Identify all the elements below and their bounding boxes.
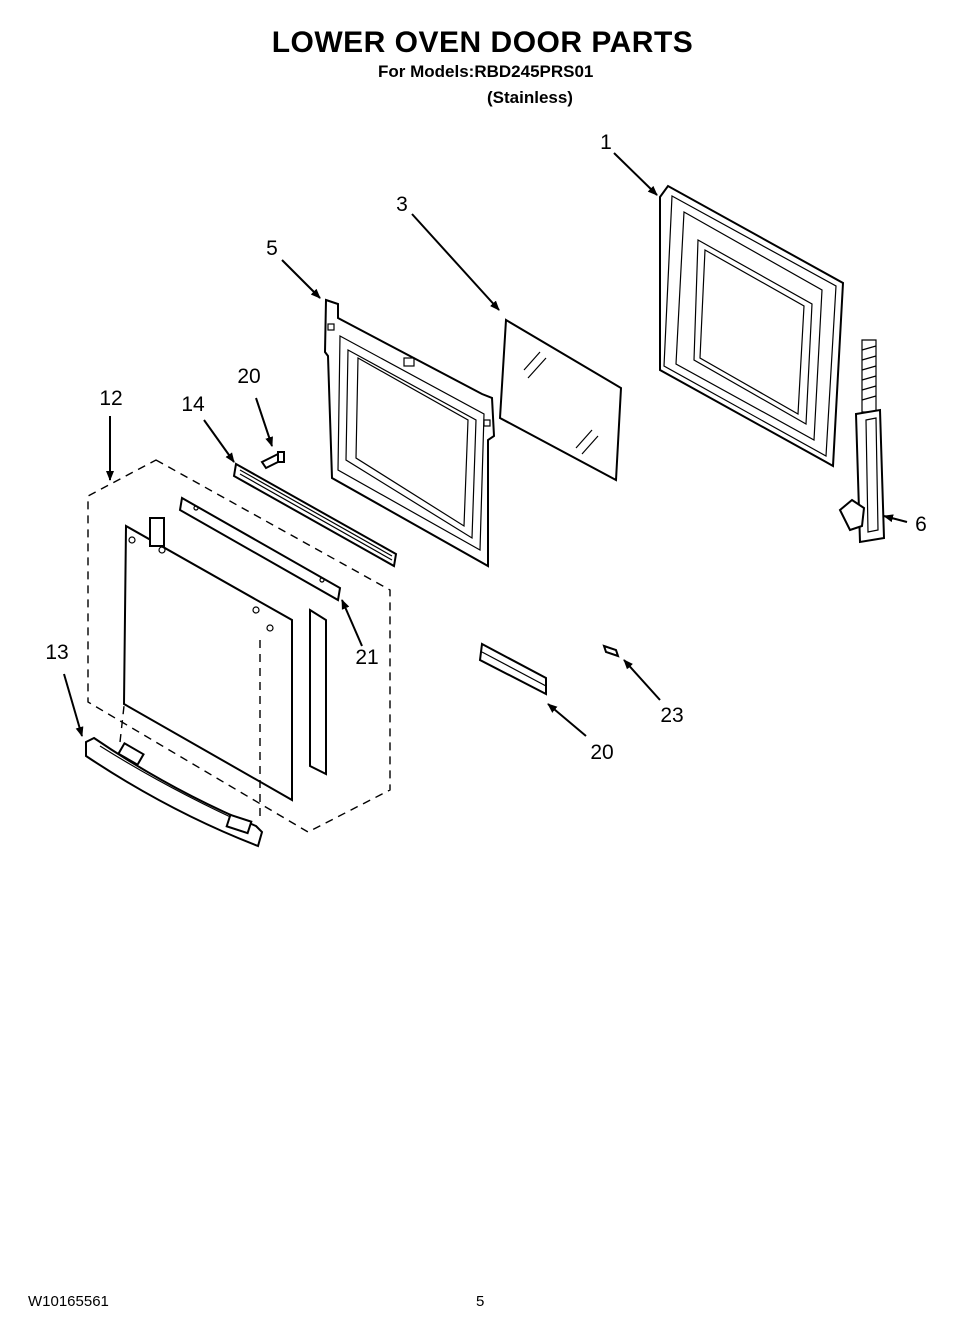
leader-20b bbox=[547, 703, 587, 737]
callout-1: 1 bbox=[600, 131, 612, 154]
callout-21: 21 bbox=[355, 646, 379, 669]
callout-6: 6 bbox=[915, 513, 927, 536]
callout-23: 23 bbox=[660, 704, 684, 727]
callout-20-screw: 20 bbox=[237, 365, 261, 388]
part-6-door-hinge bbox=[838, 339, 886, 544]
leader-13 bbox=[63, 673, 84, 737]
callout-5: 5 bbox=[266, 237, 278, 260]
leader-3 bbox=[411, 213, 500, 311]
part-20-gasket-strip bbox=[478, 642, 547, 696]
part-23-clip bbox=[602, 644, 620, 658]
handle-guide-left bbox=[119, 705, 125, 743]
finish-line: (Stainless) bbox=[487, 88, 573, 107]
door-side-strip bbox=[309, 608, 327, 776]
leader-20a bbox=[255, 397, 273, 447]
door-inner-panel bbox=[122, 517, 293, 802]
callout-13: 13 bbox=[45, 641, 69, 664]
callout-3: 3 bbox=[396, 193, 408, 216]
part-21-trim-strip bbox=[178, 496, 342, 602]
part-5-inner-door-frame bbox=[323, 298, 496, 568]
callout-12: 12 bbox=[99, 387, 123, 410]
leader-21 bbox=[341, 599, 363, 647]
part-13-door-handle bbox=[85, 736, 264, 848]
model-line: For Models:RBD245PRS01 bbox=[378, 62, 594, 81]
page-title: LOWER OVEN DOOR PARTS bbox=[271, 26, 694, 59]
part-12-door-assembly-outline bbox=[87, 459, 391, 833]
part-3-door-glass bbox=[498, 318, 623, 482]
leader-1 bbox=[613, 152, 658, 196]
leader-5 bbox=[281, 259, 321, 299]
leader-6 bbox=[883, 514, 908, 523]
document-number: W10165561 bbox=[28, 1293, 109, 1310]
part-14-door-vent bbox=[232, 462, 398, 568]
leader-23 bbox=[623, 659, 661, 701]
part-20-screw bbox=[260, 451, 285, 470]
page-number: 5 bbox=[476, 1293, 485, 1310]
leader-14 bbox=[203, 419, 235, 463]
part-1-outer-door-panel bbox=[659, 184, 845, 468]
callout-14: 14 bbox=[181, 393, 205, 416]
callout-20-gasket: 20 bbox=[590, 741, 614, 764]
